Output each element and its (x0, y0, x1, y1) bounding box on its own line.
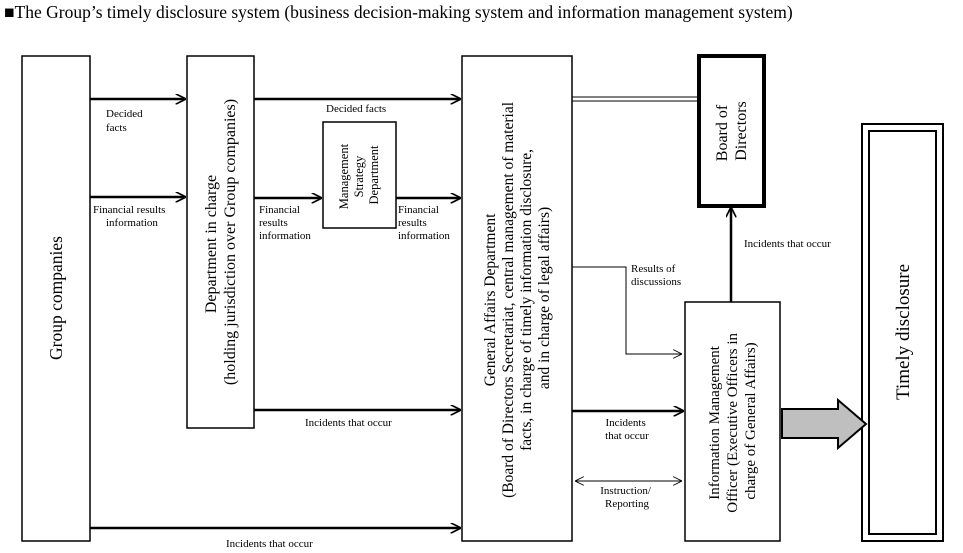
management-strategy-box (322, 121, 397, 229)
timely-disclosure-box (861, 123, 944, 542)
label-decided-facts-2: Decided facts (326, 103, 386, 115)
page-title: ■The Group’s timely disclosure system (b… (4, 2, 793, 22)
board-of-directors-label: Board of Directors (714, 101, 750, 161)
label-incidents-board: Incidents that occur (744, 238, 831, 250)
label-incidents-2: Incidents that occur (605, 417, 649, 442)
label-results-of-discussions: Results of discussions (631, 263, 681, 288)
department-in-charge-box (186, 55, 255, 429)
label-decided-facts-1: Decided facts (106, 108, 145, 134)
department-in-charge-label: Department in charge (holding jurisdicti… (203, 99, 239, 385)
board-of-directors-box (697, 54, 766, 208)
timely-disclosure-label: Timely disclosure (893, 264, 914, 400)
connector-arrows (90, 97, 731, 528)
label-incidents-1: Incidents that occur (305, 417, 392, 429)
group-companies-box (21, 55, 91, 542)
label-financial-3: Financial results information (398, 204, 450, 242)
general-affairs-label: General Affairs Department (Board of Dir… (482, 98, 553, 498)
block-arrow-to-disclosure (781, 397, 868, 451)
label-instruction-reporting: Instruction/ Reporting (600, 485, 653, 510)
arrow-results-of-discussions (572, 266, 681, 354)
info-officer-label: Information Management Officer (Executiv… (707, 329, 759, 513)
info-officer-box (684, 301, 781, 542)
link-general-affairs-board (572, 96, 699, 102)
label-incidents-bottom: Incidents that occur (226, 538, 313, 550)
label-financial-2: Financial results information (259, 204, 311, 242)
general-affairs-box (461, 55, 573, 542)
label-financial-1: Financial results information (93, 204, 168, 229)
group-companies-label: Group companies (46, 236, 66, 360)
management-strategy-label: Management Strategy Department (337, 141, 381, 209)
